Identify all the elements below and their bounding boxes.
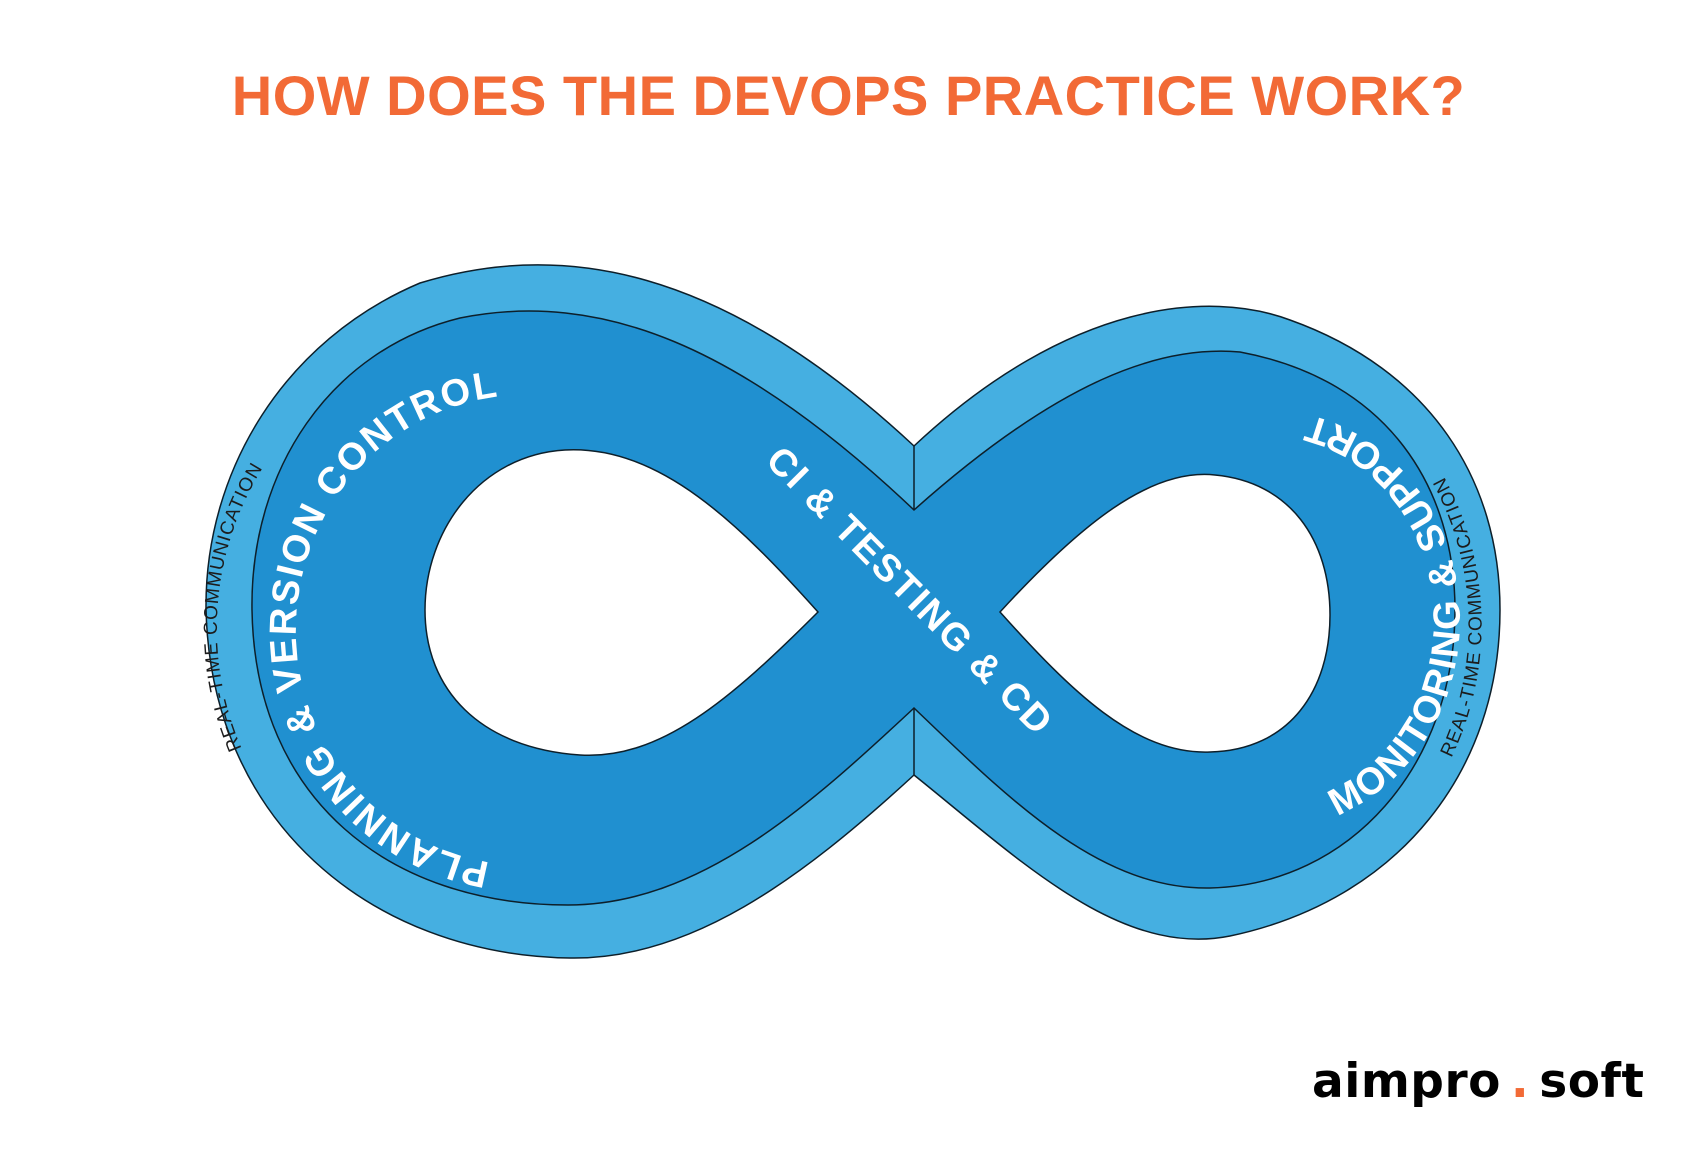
infinity-right-hole	[998, 473, 1331, 753]
brand-name-part1: aimpro	[1312, 1054, 1501, 1109]
page-title: HOW DOES THE DEVOPS PRACTICE WORK?	[231, 64, 1466, 127]
brand-logo: aimpro.soft	[1312, 1058, 1644, 1105]
brand-dot: .	[1510, 1054, 1530, 1109]
infinity-left-hole	[424, 449, 820, 756]
brand-name-part2: soft	[1539, 1054, 1645, 1109]
